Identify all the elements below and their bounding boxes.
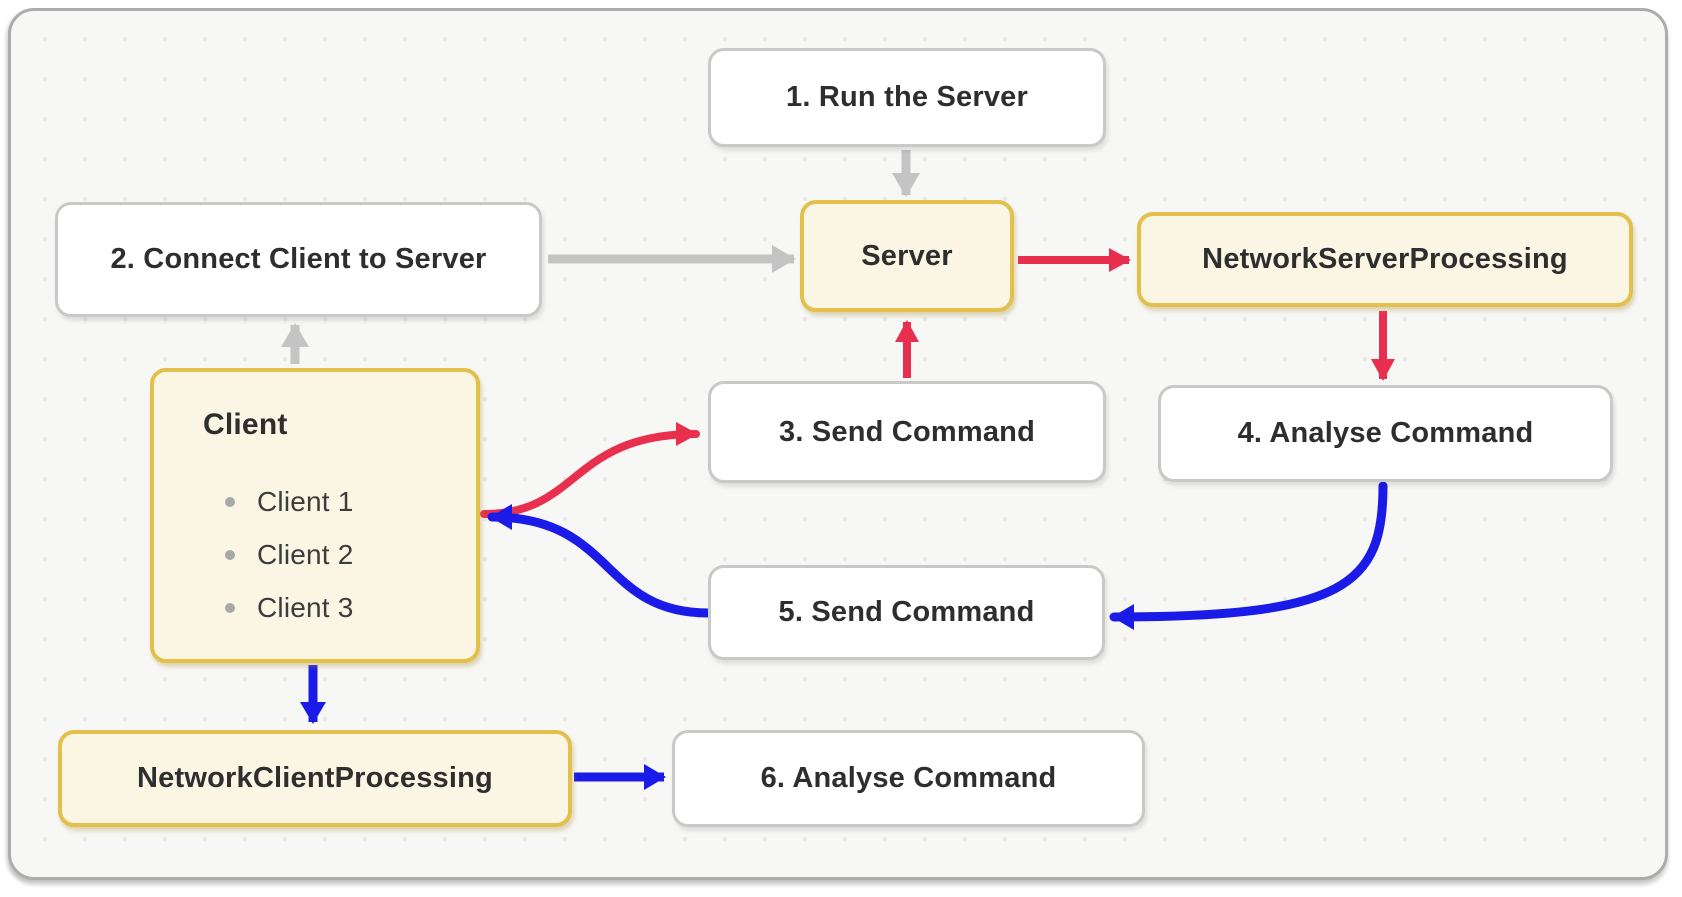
node-analyse-command-4-label: 4. Analyse Command <box>1237 417 1534 449</box>
node-send-command-3: 3. Send Command <box>708 381 1106 483</box>
node-network-client-processing-label: NetworkClientProcessing <box>137 762 493 794</box>
node-run-server-label: 1. Run the Server <box>786 81 1028 113</box>
node-network-client-processing: NetworkClientProcessing <box>58 730 572 827</box>
node-server: Server <box>800 200 1014 312</box>
list-item: Client 1 <box>225 486 354 518</box>
node-network-server-processing: NetworkServerProcessing <box>1137 212 1633 307</box>
client-item-label: Client 3 <box>257 592 354 623</box>
node-analyse-command-4: 4. Analyse Command <box>1158 385 1613 482</box>
node-server-label: Server <box>861 239 953 272</box>
node-analyse-command-6: 6. Analyse Command <box>672 730 1145 827</box>
client-item-label: Client 1 <box>257 486 354 517</box>
bullet-icon <box>225 603 235 613</box>
node-send-command-5: 5. Send Command <box>708 565 1105 660</box>
node-connect-client-label: 2. Connect Client to Server <box>110 243 487 275</box>
node-connect-client: 2. Connect Client to Server <box>55 202 542 317</box>
bullet-icon <box>225 550 235 560</box>
client-list: Client 1 Client 2 Client 3 <box>203 486 354 624</box>
node-client: Client Client 1 Client 2 Client 3 <box>150 368 480 663</box>
node-send-command-3-label: 3. Send Command <box>779 415 1035 448</box>
node-client-title: Client <box>203 408 288 441</box>
node-send-command-5-label: 5. Send Command <box>778 596 1035 628</box>
node-network-server-processing-label: NetworkServerProcessing <box>1202 243 1568 275</box>
list-item: Client 2 <box>225 539 354 571</box>
bullet-icon <box>225 497 235 507</box>
client-item-label: Client 2 <box>257 539 354 570</box>
node-analyse-command-6-label: 6. Analyse Command <box>760 762 1057 794</box>
node-run-server: 1. Run the Server <box>708 48 1106 147</box>
list-item: Client 3 <box>225 592 354 624</box>
